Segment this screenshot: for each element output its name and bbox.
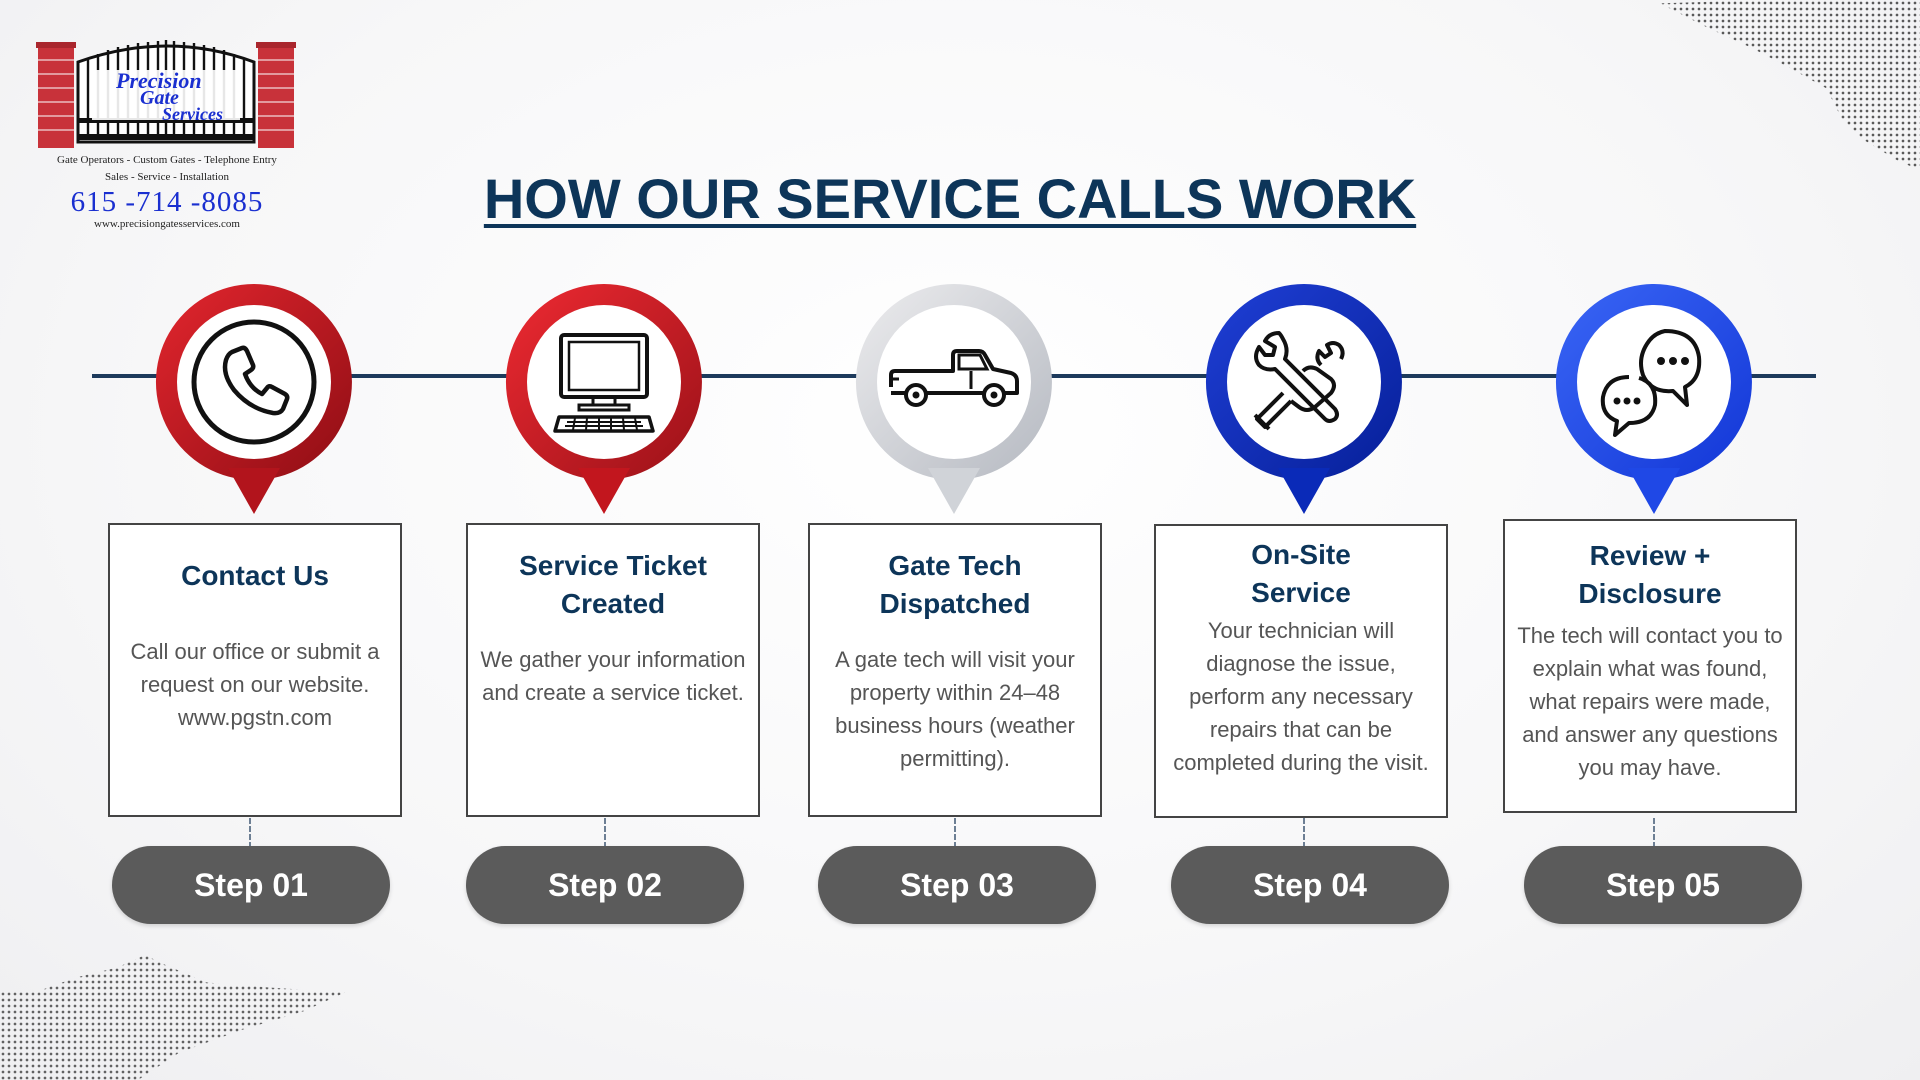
step-02-label: Step 02 [466,846,744,924]
step-01-label: Step 01 [112,846,390,924]
gate-logo-graphic: Precision Gate Services [36,40,296,148]
logo-tagline-2: Sales - Service - Installation [104,171,230,183]
page-title: HOW OUR SERVICE CALLS WORK [483,167,1417,230]
step-04-card: On-Site Service Your technician will dia… [1154,524,1448,818]
chat-bubbles-icon [1577,305,1731,459]
step-04-connector [1303,818,1305,848]
step-05-card: Review + Disclosure The tech will contac… [1503,519,1797,813]
step-02-card: Service Ticket Created We gather your in… [466,523,760,817]
truck-icon [877,305,1031,459]
step-05-connector [1653,818,1655,848]
step-05-pin [1555,284,1752,514]
step-04-label: Step 04 [1171,846,1449,924]
step-04-pin [1205,284,1402,514]
step-02-heading: Service Ticket Created [519,550,707,619]
step-02-connector [604,818,606,848]
step-03-heading: Gate Tech Dispatched [879,550,1031,619]
company-logo: Precision Gate Services Gate Operators -… [36,34,298,239]
logo-tagline-1: Gate Operators - Custom Gates - Telephon… [57,154,277,166]
step-04-heading: On-Site Service [1251,539,1351,608]
logo-phone-number: 615 -714 -8085 [70,186,264,218]
step-01-description: Call our office or submit a request on o… [130,639,380,730]
step-03-pin [855,284,1052,514]
logo-brand-line3: Services [162,104,223,124]
step-05-label: Step 05 [1524,846,1802,924]
step-01-connector [249,818,251,848]
step-03-label: Step 03 [818,846,1096,924]
wrench-hand-icon [1227,305,1381,459]
computer-icon [527,305,681,459]
step-03-connector [954,818,956,848]
step-01-card: Contact Us Call our office or submit a r… [108,523,402,817]
step-01-heading: Contact Us [181,560,329,591]
step-05-heading: Review + Disclosure [1578,540,1722,609]
step-03-description: A gate tech will visit your property wit… [835,647,1075,771]
logo-brand-line1: Precision [115,68,202,93]
step-03-card: Gate Tech Dispatched A gate tech will vi… [808,523,1102,817]
step-01-pin [155,284,352,514]
decorative-dot-map-top-right [1660,0,1920,170]
step-04-description: Your technician will diagnose the issue,… [1173,618,1429,775]
phone-icon [177,305,331,459]
decorative-dot-map-bottom-left [0,955,345,1080]
logo-brand-line2: Gate [140,87,179,109]
logo-website: www.precisiongatesservices.com [94,218,240,230]
step-02-description: We gather your information and create a … [480,647,746,705]
step-02-pin [505,284,702,514]
step-05-description: The tech will contact you to explain wha… [1517,623,1783,780]
